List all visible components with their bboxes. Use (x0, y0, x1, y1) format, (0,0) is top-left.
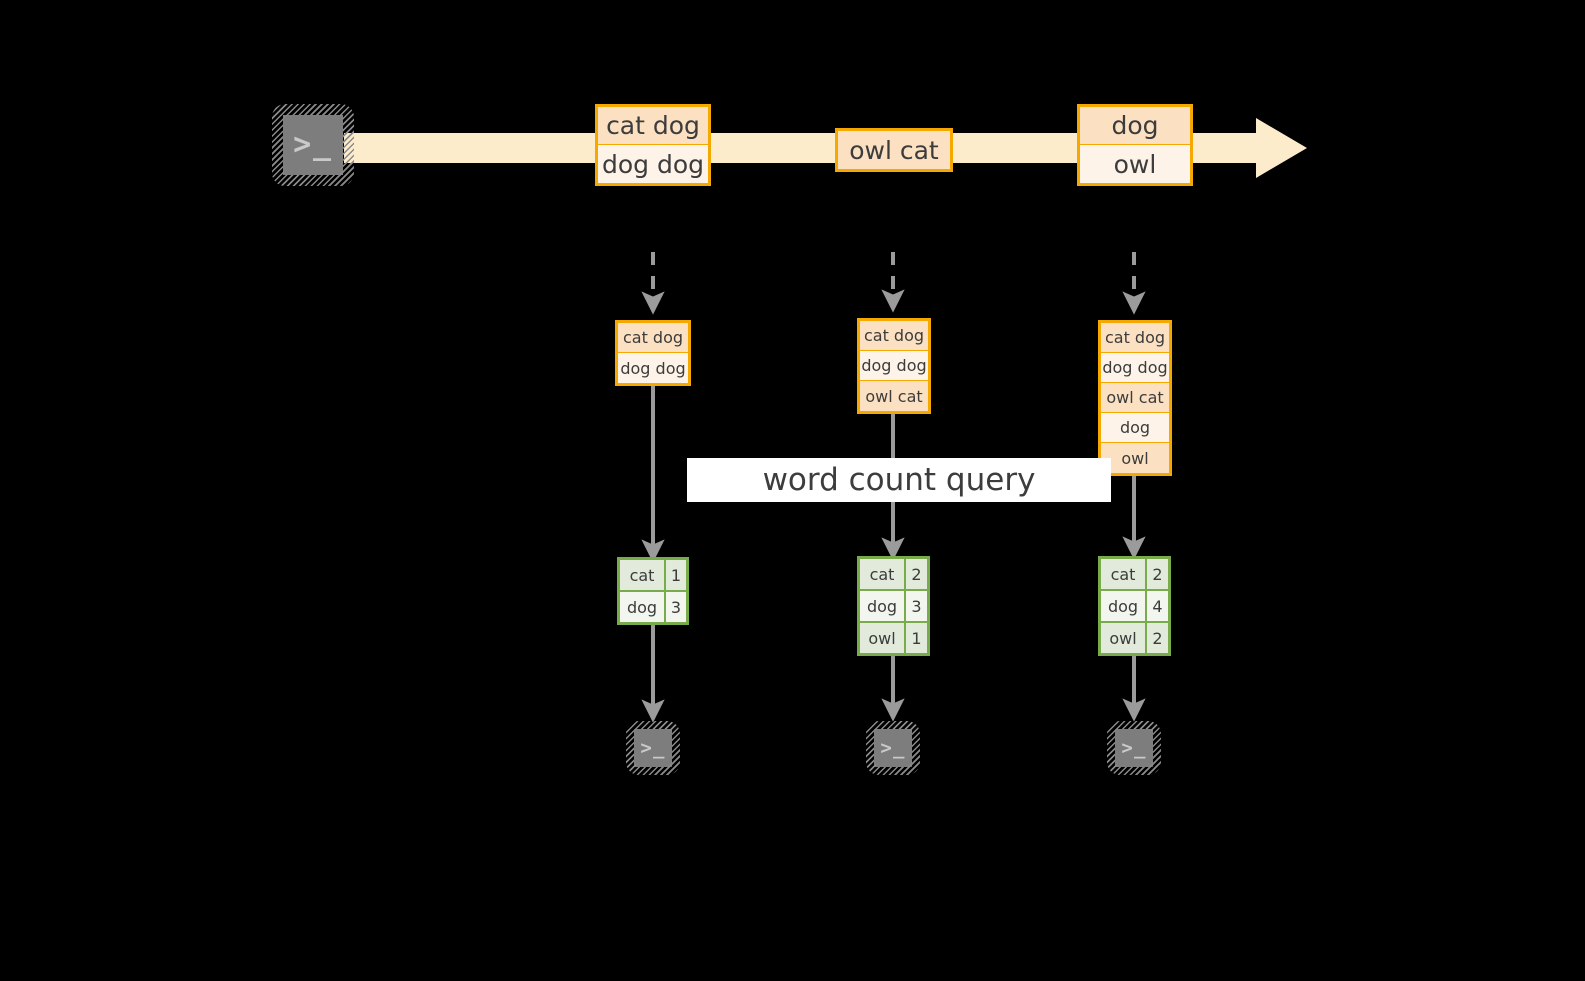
result-row: dog 4 (1101, 591, 1168, 623)
sink-terminal-icon-3[interactable]: >_ (1107, 721, 1161, 775)
query-label: word count query (687, 458, 1111, 502)
stream-record-line: dog dog (598, 145, 708, 183)
terminal-body (634, 729, 672, 767)
terminal-prompt-glyph: >_ (1121, 736, 1147, 759)
terminal-body (1115, 729, 1153, 767)
result-row: cat 2 (860, 559, 927, 591)
stream-record-1[interactable]: cat dog dog dog (595, 104, 711, 186)
result-word: owl (1101, 623, 1147, 653)
terminal-prompt-glyph: >_ (293, 127, 333, 162)
stream-record-line: cat dog (598, 107, 708, 145)
result-count: 3 (906, 591, 927, 621)
result-word: cat (860, 559, 906, 589)
stream-record-line: owl (1080, 145, 1190, 183)
stream-record-line: dog (1080, 107, 1190, 145)
result-word: owl (860, 623, 906, 653)
accumulated-line: dog (1101, 413, 1169, 443)
result-row: owl 2 (1101, 623, 1168, 653)
result-count: 4 (1147, 591, 1168, 621)
source-terminal-icon[interactable]: >_ (272, 104, 354, 186)
result-count: 1 (666, 560, 686, 590)
result-row: dog 3 (620, 592, 686, 622)
result-word: dog (860, 591, 906, 621)
result-table-3[interactable]: cat 2 dog 4 owl 2 (1098, 556, 1171, 656)
result-count: 2 (1147, 623, 1168, 653)
accumulated-line: dog dog (860, 351, 928, 381)
accumulated-list-2[interactable]: cat dog dog dog owl cat (857, 318, 931, 414)
stream-record-line: owl cat (838, 131, 950, 169)
result-table-1[interactable]: cat 1 dog 3 (617, 557, 689, 625)
result-word: cat (1101, 559, 1147, 589)
stream-arrow (344, 118, 1307, 178)
result-table-2[interactable]: cat 2 dog 3 owl 1 (857, 556, 930, 656)
result-row: cat 1 (620, 560, 686, 592)
accumulated-line: cat dog (1101, 323, 1169, 353)
terminal-prompt-glyph: >_ (640, 736, 666, 759)
accumulated-line: dog dog (618, 353, 688, 383)
terminal-body (283, 115, 343, 175)
sink-connectors (641, 622, 1146, 723)
stream-tap-connectors (641, 252, 1146, 315)
accumulated-list-1[interactable]: cat dog dog dog (615, 320, 691, 386)
accumulated-list-3[interactable]: cat dog dog dog owl cat dog owl (1098, 320, 1172, 476)
sink-terminal-icon-2[interactable]: >_ (866, 721, 920, 775)
result-row: cat 2 (1101, 559, 1168, 591)
accumulated-line: owl (1101, 443, 1169, 473)
result-row: owl 1 (860, 623, 927, 653)
result-count: 2 (906, 559, 927, 589)
stream-record-3[interactable]: dog owl (1077, 104, 1193, 186)
accumulated-line: dog dog (1101, 353, 1169, 383)
result-word: cat (620, 560, 666, 590)
result-count: 2 (1147, 559, 1168, 589)
terminal-body (874, 729, 912, 767)
accumulated-line: cat dog (860, 321, 928, 351)
accumulated-line: cat dog (618, 323, 688, 353)
result-word: dog (1101, 591, 1147, 621)
result-count: 3 (666, 592, 686, 622)
terminal-prompt-glyph: >_ (880, 736, 906, 759)
accumulated-line: owl cat (860, 381, 928, 411)
result-count: 1 (906, 623, 927, 653)
sink-terminal-icon-1[interactable]: >_ (626, 721, 680, 775)
result-row: dog 3 (860, 591, 927, 623)
stream-record-2[interactable]: owl cat (835, 128, 953, 172)
result-word: dog (620, 592, 666, 622)
accumulated-line: owl cat (1101, 383, 1169, 413)
